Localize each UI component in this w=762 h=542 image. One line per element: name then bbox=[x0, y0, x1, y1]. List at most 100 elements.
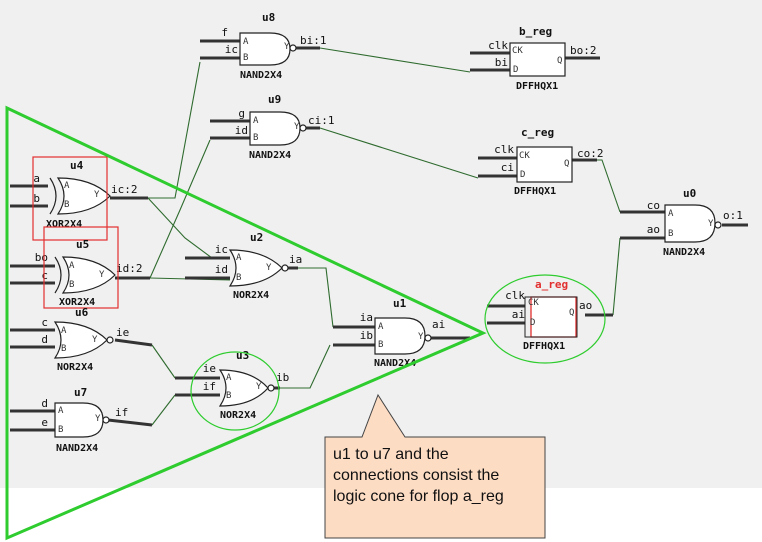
u2-in-a: ic bbox=[215, 243, 228, 256]
svg-text:Y: Y bbox=[284, 42, 290, 52]
u2-name: u2 bbox=[250, 231, 263, 244]
u3-highlight-ellipse bbox=[190, 351, 280, 431]
u7-in-b: e bbox=[41, 416, 48, 429]
net-ib bbox=[280, 344, 331, 389]
u5-type: XOR2X4 bbox=[59, 297, 95, 308]
u5-name: u5 bbox=[76, 238, 89, 251]
c-reg-d: ci bbox=[501, 161, 514, 174]
flop-a-reg[interactable]: a_reg CK D Q clk ai ao DFFHQX1 bbox=[505, 278, 592, 352]
net-ic-to-u8 bbox=[148, 61, 201, 199]
u8-name: u8 bbox=[262, 11, 275, 24]
svg-text:A: A bbox=[236, 253, 242, 263]
svg-text:Y: Y bbox=[94, 190, 100, 200]
flop-b-reg[interactable]: b_reg CK D Q clk bi bo:2 DFFHQX1 bbox=[488, 25, 596, 92]
gate-u3[interactable]: u3 A B Y ie if ib NOR2X4 bbox=[203, 349, 290, 421]
u4-name: u4 bbox=[70, 159, 84, 172]
svg-text:A: A bbox=[69, 261, 75, 271]
u3-name: u3 bbox=[236, 349, 249, 362]
net-ao bbox=[612, 237, 621, 316]
u4-in-a: a bbox=[33, 172, 40, 185]
a-reg-d: ai bbox=[512, 308, 525, 321]
svg-text:CK: CK bbox=[528, 298, 539, 308]
u5-in-b: c bbox=[41, 269, 48, 282]
gate-u9[interactable]: u9 A B Y g id ci:1 NAND2X4 bbox=[235, 93, 335, 161]
svg-text:A: A bbox=[668, 209, 674, 219]
gate-u0[interactable]: u0 A B Y co ao o:1 NAND2X4 bbox=[647, 187, 743, 258]
b-reg-type: DFFHQX1 bbox=[516, 81, 558, 92]
u4-out: ic:2 bbox=[111, 183, 138, 196]
callout-text: u1 to u7 and the connections consist the… bbox=[333, 446, 504, 505]
gate-u4[interactable]: u4 A B Y a b ic:2 XOR2X4 bbox=[33, 159, 137, 230]
c-reg-type: DFFHQX1 bbox=[514, 186, 556, 197]
a-reg-type: DFFHQX1 bbox=[523, 341, 565, 352]
u8-type: NAND2X4 bbox=[240, 70, 282, 81]
u7-type: NAND2X4 bbox=[56, 443, 98, 454]
svg-text:Y: Y bbox=[99, 270, 105, 280]
gate-u2[interactable]: u2 A B Y ic id ia NOR2X4 bbox=[215, 231, 303, 301]
svg-text:A: A bbox=[64, 181, 70, 191]
a-reg-clk: clk bbox=[505, 289, 525, 302]
u6-out: ie bbox=[116, 326, 129, 339]
u2-out: ia bbox=[289, 253, 302, 266]
u7-name: u7 bbox=[74, 386, 87, 399]
svg-text:A: A bbox=[58, 406, 64, 416]
u1-type: NAND2X4 bbox=[374, 358, 416, 369]
u1-in-a: ia bbox=[360, 311, 373, 324]
u4-type: XOR2X4 bbox=[46, 219, 82, 230]
c-reg-clk: clk bbox=[494, 143, 514, 156]
svg-text:B: B bbox=[243, 53, 248, 63]
u7-in-a: d bbox=[41, 397, 48, 410]
u0-in-a: co bbox=[647, 199, 660, 212]
a-reg-highlight-ellipse bbox=[484, 274, 606, 364]
u9-name: u9 bbox=[268, 93, 281, 106]
u7-out: if bbox=[115, 406, 128, 419]
u3-type: NOR2X4 bbox=[220, 410, 256, 421]
svg-text:A: A bbox=[226, 373, 232, 383]
svg-text:A: A bbox=[243, 37, 249, 47]
a-reg-out: ao bbox=[579, 299, 592, 312]
u6-type: NOR2X4 bbox=[57, 362, 93, 373]
u4-highlight-box bbox=[32, 156, 108, 241]
gate-u8[interactable]: u8 A B Y f ic bi:1 NAND2X4 bbox=[221, 11, 326, 81]
u6-in-b: d bbox=[41, 333, 48, 346]
svg-text:B: B bbox=[236, 273, 241, 283]
svg-text:B: B bbox=[64, 200, 69, 210]
b-reg-out: bo:2 bbox=[570, 44, 597, 57]
svg-text:B: B bbox=[378, 340, 383, 350]
u1-in-b: ib bbox=[360, 329, 373, 342]
svg-text:D: D bbox=[513, 65, 518, 75]
gate-u1[interactable]: u1 A B Y ia ib ai NAND2X4 bbox=[360, 297, 446, 369]
svg-text:Q: Q bbox=[557, 56, 562, 66]
b-reg-name: b_reg bbox=[519, 25, 552, 38]
u2-type: NOR2X4 bbox=[233, 290, 269, 301]
bus-stubs bbox=[10, 39, 748, 432]
svg-text:Q: Q bbox=[569, 308, 574, 318]
u0-out: o:1 bbox=[723, 209, 743, 222]
u8-out: bi:1 bbox=[300, 34, 327, 47]
svg-text:Y: Y bbox=[708, 219, 714, 229]
net-if bbox=[151, 394, 176, 426]
flop-c-reg[interactable]: c_reg CK D Q clk ci co:2 DFFHQX1 bbox=[494, 126, 603, 197]
gate-u5[interactable]: u5 A B Y bo c id:2 XOR2X4 bbox=[35, 238, 143, 308]
svg-text:Y: Y bbox=[418, 332, 424, 342]
u0-in-b: ao bbox=[647, 223, 660, 236]
svg-text:CK: CK bbox=[519, 151, 530, 161]
svg-text:A: A bbox=[253, 116, 259, 126]
wires bbox=[147, 47, 621, 426]
u0-name: u0 bbox=[683, 187, 696, 200]
u8-in-b: ic bbox=[225, 43, 238, 56]
svg-text:A: A bbox=[378, 322, 384, 332]
u2-in-b: id bbox=[215, 263, 228, 276]
svg-text:B: B bbox=[253, 133, 258, 143]
u9-in-a: g bbox=[238, 107, 245, 120]
svg-text:B: B bbox=[69, 280, 74, 290]
u6-in-a: c bbox=[41, 316, 48, 329]
svg-text:D: D bbox=[520, 170, 525, 180]
gate-u7[interactable]: u7 A B Y d e if NAND2X4 bbox=[41, 386, 128, 454]
svg-text:CK: CK bbox=[512, 46, 523, 56]
gate-u6[interactable]: u6 A B Y c d ie NOR2X4 bbox=[41, 306, 129, 373]
svg-text:Y: Y bbox=[294, 122, 300, 132]
u1-name: u1 bbox=[393, 297, 407, 310]
u9-type: NAND2X4 bbox=[249, 150, 291, 161]
